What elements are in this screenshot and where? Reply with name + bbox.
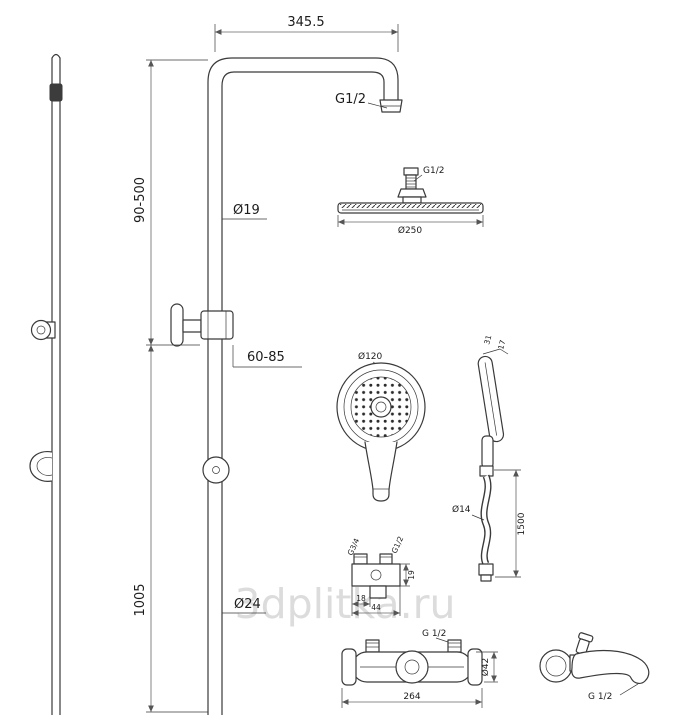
hose-bottom-fitting: [478, 563, 494, 576]
mixer-left-handle: [341, 648, 357, 686]
dim-hand-width: 31: [482, 334, 493, 346]
dim-head-diameter: Ø250: [398, 225, 423, 236]
watermark: 3dplitka.ru: [234, 580, 455, 628]
shower-column: [207, 57, 403, 715]
head-shower-view: G1/2 Ø250: [337, 166, 484, 236]
spout-body: [571, 649, 650, 684]
handset-holder: [29, 451, 53, 482]
watermark-text: 3dplitka.ru: [234, 580, 455, 628]
label-head-thread: G1/2: [423, 166, 444, 176]
slider-knob: [170, 303, 184, 347]
column-diverter-node: [202, 456, 230, 484]
dim-hand-diameter: Ø120: [358, 351, 383, 362]
dim-hose-length: 1500: [517, 512, 527, 535]
dim-elbow-18: 18: [356, 594, 366, 603]
mixer-center-knob: [395, 650, 429, 684]
bath-spout: G 1/2: [539, 632, 650, 702]
dim-slider-range: 60-85: [247, 350, 285, 365]
dim-hose-diameter: Ø14: [452, 504, 471, 515]
dim-base-diameter: Ø24: [234, 597, 261, 612]
hand-shower-front: Ø120: [336, 351, 426, 502]
hose-top-fitting: [479, 465, 494, 477]
dim-hand-depth: 17: [496, 339, 507, 351]
label-arm-thread: G1/2: [335, 92, 366, 107]
head-top-nut: [403, 167, 419, 176]
bar-wall-bracket: [30, 319, 56, 341]
label-elbow-outlet: G1/2: [390, 535, 406, 555]
dim-elbow-19: 19: [407, 570, 416, 580]
head-flange: [397, 188, 427, 198]
dim-lower-height: 1005: [133, 583, 148, 616]
dim-mixer-length: 264: [403, 692, 420, 702]
dim-column-diameter: Ø19: [233, 203, 260, 218]
column-slider: [170, 303, 234, 347]
dim-upper-height: 90-500: [133, 177, 148, 223]
spout-wall-union: [539, 649, 573, 683]
wall-bar: [29, 53, 63, 715]
slider-ring: [200, 310, 234, 340]
bar-grip-ring: [49, 83, 63, 102]
mixer-right-handle: [467, 648, 483, 686]
dim-elbow-44: 44: [371, 603, 381, 612]
slider-shaft: [182, 319, 202, 333]
hand-shower-side: 31 17 Ø14 1500: [452, 334, 527, 582]
column-dimensions: 345.5 G1/2 90-500 1005 Ø19 60-85 Ø24: [133, 15, 399, 713]
dim-arm-length: 345.5: [287, 15, 324, 30]
label-spout-thread: G 1/2: [588, 692, 612, 702]
label-mixer-thread: G 1/2: [422, 629, 446, 639]
thermostatic-mixer: G 1/2 Ø42 264: [341, 629, 498, 708]
dim-mixer-diameter: Ø42: [480, 658, 491, 677]
